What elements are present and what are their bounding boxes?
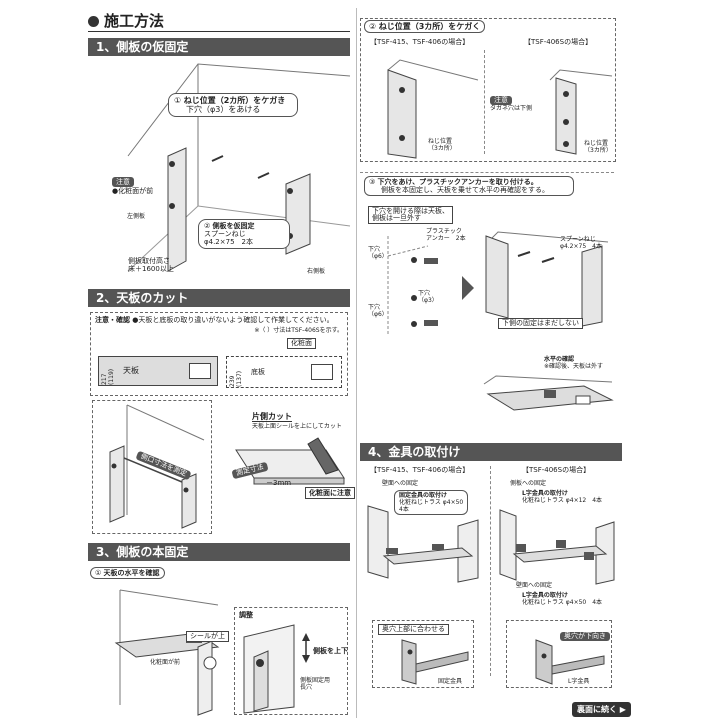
face-warning: 化粧面に注意 (305, 487, 355, 499)
arrow-right-icon: ▶ (617, 705, 626, 714)
s2-note-box: 注意・確認 ●天板と底板の取り違いがないよう確認して作業してください。 ※（ ）… (90, 312, 348, 396)
bullet-icon (88, 16, 99, 27)
r2-step: ② ねじ位置（3カ所）をケガく (364, 20, 486, 33)
r2-right-model: 【TSF-406Sの場合】 (524, 38, 593, 46)
r2-right-screw-pos: ねじ位置（3カ所） (584, 140, 612, 154)
right-panel-label: 右側板 (307, 268, 326, 275)
r3-level-note: 水平の確認※確認後、天板は外す (544, 356, 604, 370)
s3-adjust-illustration (243, 624, 310, 714)
r3-level-illustration (483, 375, 614, 411)
s4-detail-left (372, 620, 474, 688)
section-header-2: 2、天板のカット (88, 289, 350, 307)
s4-down-label: 奥穴が下向き (560, 632, 610, 641)
section-header-1: 1、側板の仮固定 (88, 38, 350, 56)
l-bracket-icon (516, 540, 594, 560)
r3-left-illustration (387, 236, 438, 336)
face-front-label: 化粧面が前 (150, 659, 181, 666)
s4-side-fix: 側板への固定 (510, 480, 547, 487)
s4-detail-right (506, 620, 612, 688)
s2-measure-box (92, 400, 212, 534)
s4-detail-right-illustration (535, 639, 605, 685)
r2-left-illustration (387, 59, 479, 159)
anchor-icon (424, 258, 438, 326)
continue-badge: 裏面に続く ▶ (572, 702, 631, 717)
r2-caution: 注意 タガネ穴は下側 (490, 96, 533, 112)
s1-callout-1: ① ねじ位置（2カ所）をケガき 下穴（φ3）をあける (168, 93, 298, 117)
s4-mid-divider (490, 466, 491, 676)
s1-caution: 注意 ●化粧面が前 (112, 177, 154, 195)
s4-l-callout: L字金具の取付け化粧ねじトラス φ4×12 4本 (522, 490, 603, 504)
bracket-icon (386, 544, 444, 554)
r3-box (360, 172, 614, 433)
s3-cabinet (114, 589, 220, 716)
minus-3mm-label: －3mm (266, 479, 292, 487)
mount-height-label: 側板取付高さ床＋1600以上 (128, 257, 174, 273)
r2-box (360, 18, 616, 162)
r2-left-model: 【TSF-415、TSF-406の場合】 (370, 38, 470, 46)
s3-step-1: ① 天板の水平を確認 (90, 567, 165, 579)
r2-mid-divider (484, 50, 485, 154)
r3-right-illustration (485, 231, 609, 327)
r3-hole6a: 下穴（φ6） (368, 246, 388, 260)
arrow-right-icon (462, 276, 474, 300)
r2-right-illustration (549, 69, 613, 155)
r3-bottom-note: 下側の固定はまだしない (498, 318, 583, 329)
slot-hole-label: 側板固定用長穴 (300, 677, 331, 691)
s4-wall-fix: 壁面への固定 (382, 480, 419, 487)
s4-detail-left-illustration (401, 639, 469, 685)
r3-step: ③ 下穴をあけ、プラスチックアンカーを取り付ける。 側板を本固定し、天板を乗せて… (364, 176, 574, 196)
s4-l-callout-2: L字金具の取付け化粧ねじトラス φ4×50 4本 (522, 592, 603, 606)
bottom-board: 239 (137) 底板 (226, 356, 342, 388)
s4-fix-metal-label: 固定金具 (438, 678, 463, 685)
katagawa-cut-label: 片側カット 天板上面シールを上にしてカット (252, 412, 342, 430)
s4-right-model: 【TSF-406Sの場合】 (522, 466, 591, 474)
left-panel-label: 左側板 (127, 213, 146, 220)
r3-hole3: 下穴（φ3） (418, 290, 438, 304)
s2-cabinet (109, 404, 205, 529)
column-divider (356, 8, 357, 718)
s4-wall-fix-2: 壁面への固定 (516, 582, 553, 589)
s1-illustration (127, 63, 351, 272)
seal-up-label: シールが上 (186, 631, 229, 642)
screw-icon (211, 155, 270, 179)
title-divider (88, 31, 350, 32)
r3-note: 下穴を開ける際は天板、側板は一旦外す (368, 206, 453, 224)
r3-hole6b: 下穴（φ6） (368, 304, 388, 318)
s1-callout-2: ② 側板を仮固定 スプーンねじ φ4.2×75 2本 (198, 219, 290, 249)
s4-right-illustration (499, 509, 615, 585)
top-board: 217 (119) 天板 (98, 356, 218, 386)
s4-left-illustration (367, 505, 479, 583)
s4-left-model: 【TSF-415、TSF-406の場合】 (370, 466, 470, 474)
page-title: 施工方法 (88, 10, 164, 31)
r2-left-screw-pos: ねじ位置（3カ所） (428, 138, 456, 152)
section-header-3: 3、側板の本固定 (88, 543, 350, 561)
section-header-4: 4、金具の取付け (360, 443, 622, 461)
s4-l-metal-label: L字金具 (568, 678, 590, 685)
s4-align-label: 奥穴上部に合わせる (378, 624, 449, 635)
up-down-label: 側板を上下 (313, 647, 348, 655)
r3-anchor: プラスチックアンカー 2本 (426, 228, 466, 242)
face-badge: 化粧面 (287, 338, 316, 349)
adjust-box: 調整 (234, 607, 348, 715)
